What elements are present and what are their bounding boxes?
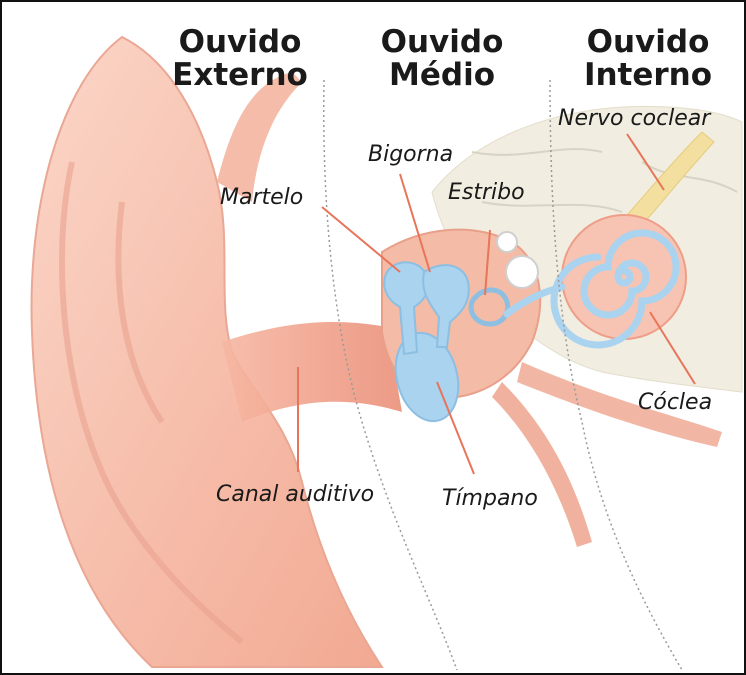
label-bigorna: Bigorna [368, 142, 453, 167]
heading-middle-line1: Ouvido [374, 26, 510, 59]
heading-middle-ear: Ouvido Médio [374, 26, 510, 92]
leader-martelo [322, 207, 400, 272]
heading-inner-line1: Ouvido [580, 26, 716, 59]
label-canal-auditivo: Canal auditivo [216, 482, 374, 507]
label-coclea: Cóclea [638, 390, 712, 415]
label-timpano: Tímpano [442, 486, 538, 511]
ear-canal [222, 322, 402, 422]
vestibule-small [497, 232, 517, 252]
label-nervo-coclear: Nervo coclear [558, 106, 710, 131]
heading-middle-line2: Médio [374, 59, 510, 92]
eustachian-tube [492, 382, 592, 547]
heading-inner-line2: Interno [580, 59, 716, 92]
heading-external-line1: Ouvido [170, 26, 310, 59]
heading-external-ear: Ouvido Externo [170, 26, 310, 92]
label-estribo: Estribo [448, 180, 525, 205]
label-martelo: Martelo [220, 185, 303, 210]
heading-external-line2: Externo [170, 59, 310, 92]
heading-inner-ear: Ouvido Interno [580, 26, 716, 92]
vestibule [506, 256, 538, 288]
